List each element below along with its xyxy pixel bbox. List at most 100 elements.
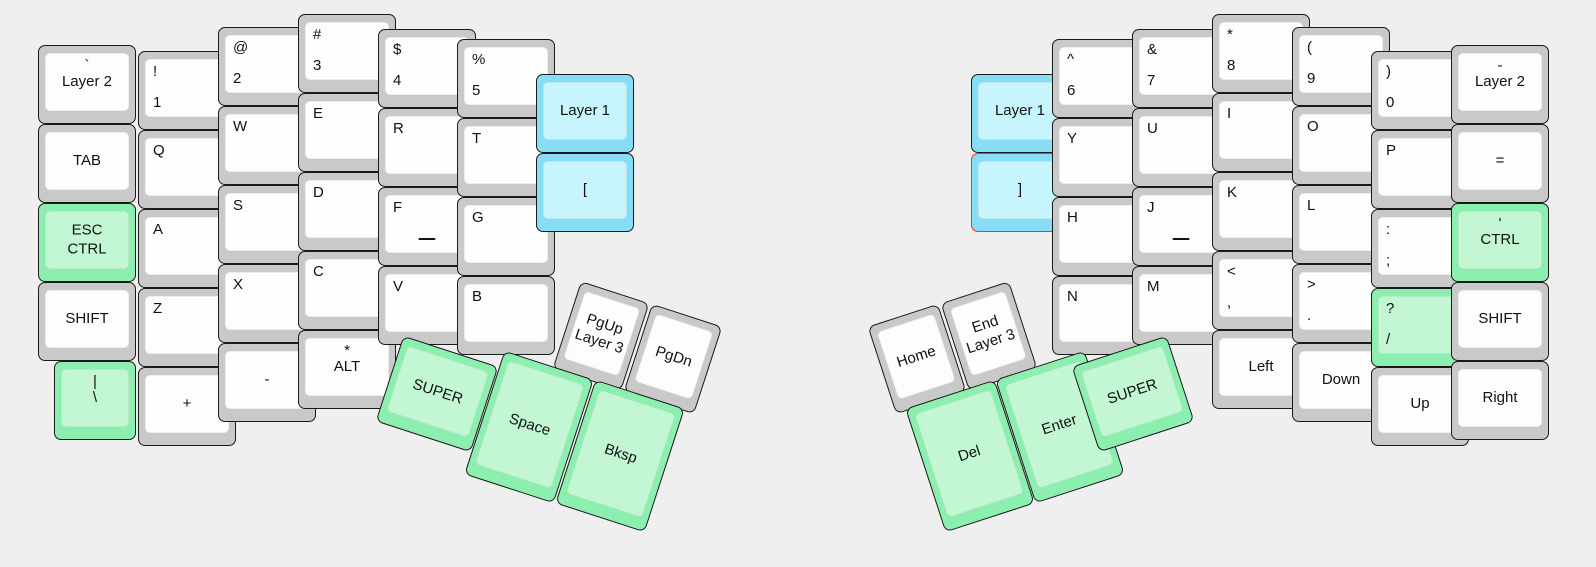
- key-legend-main: ESC CTRL: [67, 221, 107, 257]
- keycap-surface: Y: [1059, 126, 1143, 184]
- keycap-surface: :;: [1378, 217, 1462, 275]
- key-r-c6-r1[interactable]: =: [1451, 124, 1549, 203]
- keycap-surface: C: [305, 259, 389, 317]
- key-legend-top: I: [1227, 105, 1232, 122]
- key-legend-top: *: [1227, 26, 1233, 43]
- key-legend-main: SHIFT: [1478, 310, 1522, 328]
- key-legend-main: SUPER: [410, 375, 466, 408]
- key-legend-top: ?: [1386, 300, 1395, 317]
- key-legend-main: SHIFT: [65, 310, 109, 328]
- key-legend-main: Left: [1248, 358, 1274, 376]
- keycap-surface: U: [1139, 116, 1223, 174]
- key-legend-main: Down: [1321, 371, 1361, 389]
- keycap-surface: K: [1219, 180, 1303, 238]
- keycap-surface: -Layer 2: [1458, 53, 1542, 111]
- keycap-surface: L: [1299, 193, 1383, 251]
- key-legend-top: ': [1498, 215, 1502, 232]
- key-legend-top: E: [313, 105, 324, 122]
- key-legend-top: P: [1386, 142, 1397, 159]
- key-l-c1-r1[interactable]: Q: [138, 130, 236, 209]
- key-legend-main: +: [182, 395, 192, 413]
- key-legend-main: Right: [1482, 389, 1518, 407]
- key-legend-bottom: 6: [1067, 82, 1076, 100]
- key-legend-bottom: 8: [1227, 57, 1236, 75]
- keycap-surface: &7: [1139, 37, 1223, 95]
- key-legend-top: G: [472, 209, 484, 226]
- key-l-c0-r2[interactable]: ESC CTRL: [38, 203, 136, 282]
- keycap-surface: SUPER: [386, 345, 490, 438]
- key-legend-top: T: [472, 130, 482, 147]
- keycap-surface: M: [1139, 274, 1223, 332]
- key-r-c3-r2[interactable]: K: [1212, 172, 1310, 251]
- key-l-c6-r1[interactable]: [: [536, 153, 634, 232]
- key-legend-top: `: [84, 57, 90, 74]
- keycap-surface: TAB: [45, 132, 129, 190]
- key-legend-top: V: [393, 278, 404, 295]
- key-legend-bottom: 3: [313, 57, 322, 75]
- key-legend-top: @: [233, 39, 249, 56]
- keycap-surface: #3: [305, 22, 389, 80]
- key-legend-main: -: [264, 371, 270, 389]
- key-l-c5-r3[interactable]: B: [457, 276, 555, 355]
- keycap-surface: ^6: [1059, 47, 1143, 105]
- key-legend-top: N: [1067, 288, 1078, 305]
- keycap-surface: H: [1059, 205, 1143, 263]
- key-legend-top: Z: [153, 300, 163, 317]
- keycap-surface: +: [145, 375, 229, 433]
- key-legend-top: $: [393, 41, 402, 58]
- key-r-c5-r1[interactable]: P: [1371, 130, 1469, 209]
- key-legend-top: R: [393, 120, 404, 137]
- key-l-c0-r0[interactable]: `Layer 2: [38, 45, 136, 124]
- key-legend-top: |: [93, 373, 97, 390]
- key-l-c0-r4[interactable]: |\: [54, 361, 136, 440]
- key-legend-bottom: 0: [1386, 94, 1395, 112]
- key-legend-top: %: [472, 51, 486, 68]
- key-r-c6-r0[interactable]: -Layer 2: [1451, 45, 1549, 124]
- key-legend-main: Layer 2: [61, 73, 113, 91]
- homing-bar-indicator: [418, 237, 436, 240]
- key-legend-top: X: [233, 276, 244, 293]
- key-legend-top: !: [153, 63, 158, 80]
- keycap-surface: Layer 1: [978, 82, 1062, 140]
- key-legend-top: M: [1147, 278, 1160, 295]
- key-r-c0-r1[interactable]: ]: [971, 153, 1069, 232]
- key-legend-main: [: [582, 181, 588, 199]
- keycap-surface: J: [1139, 195, 1223, 253]
- keycap-surface: S: [225, 193, 309, 251]
- key-legend-top: #: [313, 26, 322, 43]
- key-legend-top: F: [393, 199, 403, 216]
- key-legend-top: (: [1307, 39, 1312, 56]
- keycap-surface: V: [385, 274, 469, 332]
- keycap-surface: N: [1059, 284, 1143, 342]
- keycap-surface: Q: [145, 138, 229, 196]
- key-l-c3-r1[interactable]: E: [298, 93, 396, 172]
- key-legend-top: J: [1147, 199, 1155, 216]
- key-l-c0-r1[interactable]: TAB: [38, 124, 136, 203]
- key-legend-main: Layer 1: [559, 102, 611, 120]
- keycap-surface: I: [1219, 101, 1303, 159]
- keycap-surface: Z: [145, 296, 229, 354]
- key-legend-top: *: [344, 342, 350, 359]
- key-r-c6-r4[interactable]: Right: [1451, 361, 1549, 440]
- keycap-surface: Up: [1378, 375, 1462, 433]
- key-r-c6-r2[interactable]: 'CTRL: [1451, 203, 1549, 282]
- key-legend-main: PgDn: [653, 342, 695, 371]
- key-l-c6-r0[interactable]: Layer 1: [536, 74, 634, 153]
- keycap-surface: -: [225, 351, 309, 409]
- keycap-surface: ESC CTRL: [45, 211, 129, 269]
- key-l-c0-r3[interactable]: SHIFT: [38, 282, 136, 361]
- key-legend-bottom: ;: [1386, 252, 1391, 270]
- key-r-c6-r3[interactable]: SHIFT: [1451, 282, 1549, 361]
- keycap-surface: W: [225, 114, 309, 172]
- keycap-surface: SHIFT: [1458, 290, 1542, 348]
- keycap-surface: [: [543, 161, 627, 219]
- keycap-surface: Home: [876, 313, 956, 400]
- key-legend-main: Up: [1410, 395, 1430, 413]
- key-legend-bottom: 9: [1307, 70, 1316, 88]
- key-legend-top: D: [313, 184, 324, 201]
- keycap-surface: =: [1458, 132, 1542, 190]
- key-legend-top: A: [153, 221, 164, 238]
- keycap-surface: SHIFT: [45, 290, 129, 348]
- key-legend-main: CTRL: [1480, 231, 1520, 249]
